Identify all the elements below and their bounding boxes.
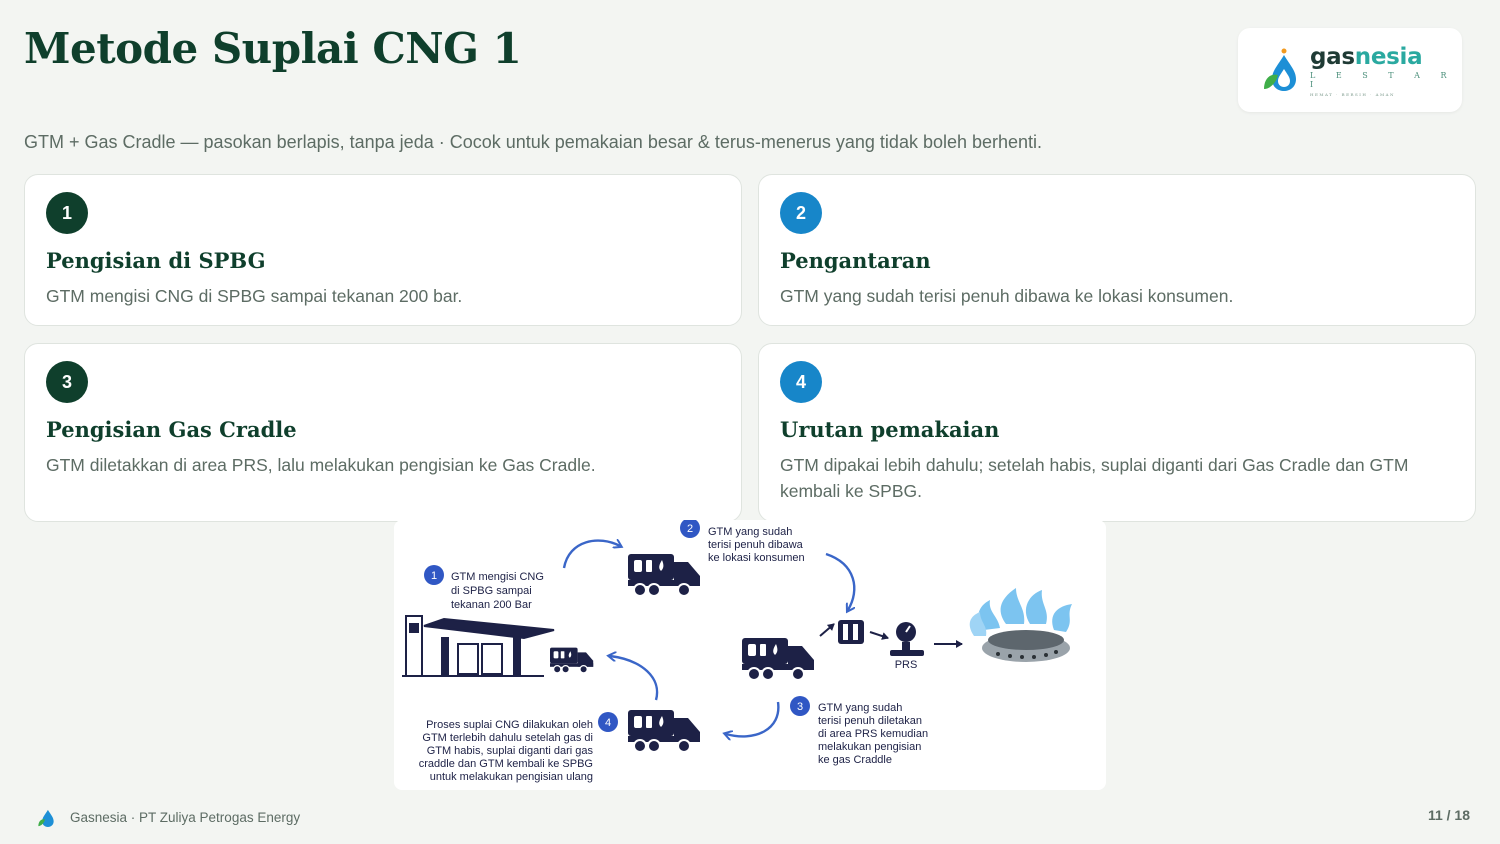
step-number-badge: 1 (46, 192, 88, 234)
truck-icon-delivery (627, 553, 701, 597)
diagram-step2-line1: GTM yang sudah (708, 526, 792, 538)
step-number-badge: 4 (780, 361, 822, 403)
page-number: 11 / 18 (1427, 807, 1470, 823)
diagram-step3-line5: ke gas Craddle (818, 754, 892, 766)
diagram-step3-line4: melakukan pengisian (818, 741, 921, 753)
logo-sub: L E S T A R I (1310, 70, 1456, 89)
diagram-step-badge-2 (680, 520, 700, 538)
footer-company: Gasnesia · PT Zuliya Petrogas Energy (36, 806, 300, 828)
step-number-badge: 2 (780, 192, 822, 234)
logo-tagline: HEMAT · BERSIH · AMAN (1310, 91, 1396, 97)
step-title: Urutan pemakaian (780, 417, 1000, 442)
truck-icon-spbg (549, 646, 594, 674)
logo-wordmark: gasnesia (1310, 44, 1462, 70)
diagram-step-badge-1 (424, 565, 444, 585)
diagram-step2-line3: ke lokasi konsumen (708, 552, 805, 564)
flow-arrow-3 (726, 701, 780, 736)
step-card-1: 1 Pengisian di SPBG GTM mengisi CNG di S… (24, 174, 742, 326)
prs-regulator-icon (890, 622, 924, 656)
connector-arrow (869, 631, 889, 640)
gasnesia-logo-icon (1264, 48, 1296, 91)
gasnesia-small-logo-icon (38, 809, 54, 828)
diagram-step-num-1: 1 (431, 570, 437, 582)
diagram-step-badge-3 (790, 696, 810, 716)
diagram-step1-line1: GTM mengisi CNG (451, 571, 544, 583)
diagram-step1-line3: tekanan 200 Bar (451, 599, 532, 611)
step-description: GTM mengisi CNG di SPBG sampai tekanan 2… (46, 286, 463, 306)
diagram-step3-line3: di area PRS kemudian (818, 728, 928, 740)
diagram-step-num-2: 2 (687, 523, 693, 535)
step-card-3: 3 Pengisian Gas Cradle GTM diletakkan di… (24, 343, 742, 522)
diagram-step4-line3: GTM habis, suplai diganti dari gas (427, 745, 594, 757)
step-card-2: 2 Pengantaran GTM yang sudah terisi penu… (758, 174, 1476, 326)
step-number-badge: 3 (46, 361, 88, 403)
diagram-step3-line2: terisi penuh diletakan (818, 715, 922, 727)
supply-flow-diagram: 1 GTM mengisi CNG di SPBG sampai tekanan… (394, 520, 1106, 790)
diagram-step-num-4: 4 (605, 717, 611, 729)
step-title: Pengantaran (780, 248, 931, 273)
step-description: GTM dipakai lebih dahulu; setelah habis,… (780, 455, 1409, 501)
connector-arrow (819, 623, 835, 637)
diagram-step4-line2: GTM terlebih dahulu setelah gas di (422, 732, 593, 744)
truck-icon-prs (741, 637, 815, 681)
diagram-step1-line2: di SPBG sampai (451, 585, 532, 597)
slide-title: Metode Suplai CNG 1 (24, 24, 522, 73)
diagram-step4-line4: craddle dan GTM kembali ke SPBG (419, 758, 593, 770)
logo-wordmark-gas: gas (1310, 43, 1355, 70)
prs-label: PRS (895, 659, 918, 671)
gas-cradle-icon (838, 620, 864, 644)
flow-arrow-1 (562, 541, 620, 569)
logo-wordmark-nesia: nesia (1354, 43, 1423, 70)
flow-arrow-4 (610, 656, 659, 701)
step-description: GTM diletakkan di area PRS, lalu melakuk… (46, 455, 596, 475)
step-title: Pengisian Gas Cradle (46, 417, 297, 442)
diagram-step2-line2: terisi penuh dibawa (708, 539, 804, 551)
diagram-step-badge-4 (598, 712, 618, 732)
footer-company-text: Gasnesia · PT Zuliya Petrogas Energy (70, 809, 301, 825)
diagram-step4-line1: Proses suplai CNG dilakukan oleh (426, 719, 593, 731)
truck-icon-return (627, 709, 701, 753)
gas-station-icon (402, 615, 555, 677)
step-title: Pengisian di SPBG (46, 248, 266, 273)
slide-subtitle: GTM + Gas Cradle — pasokan berlapis, tan… (24, 132, 1043, 152)
step-description: GTM yang sudah terisi penuh dibawa ke lo… (780, 286, 1234, 306)
diagram-step3-line1: GTM yang sudah (818, 702, 902, 714)
diagram-step4-line5: untuk melakukan pengisian ulang (430, 771, 593, 783)
step-card-4: 4 Urutan pemakaian GTM dipakai lebih dah… (758, 343, 1476, 522)
diagram-step-num-3: 3 (797, 701, 803, 713)
flow-arrow-2 (825, 552, 856, 610)
gas-burner-icon (969, 588, 1072, 662)
logo-card: gasnesia L E S T A R I HEMAT · BERSIH · … (1238, 28, 1462, 112)
